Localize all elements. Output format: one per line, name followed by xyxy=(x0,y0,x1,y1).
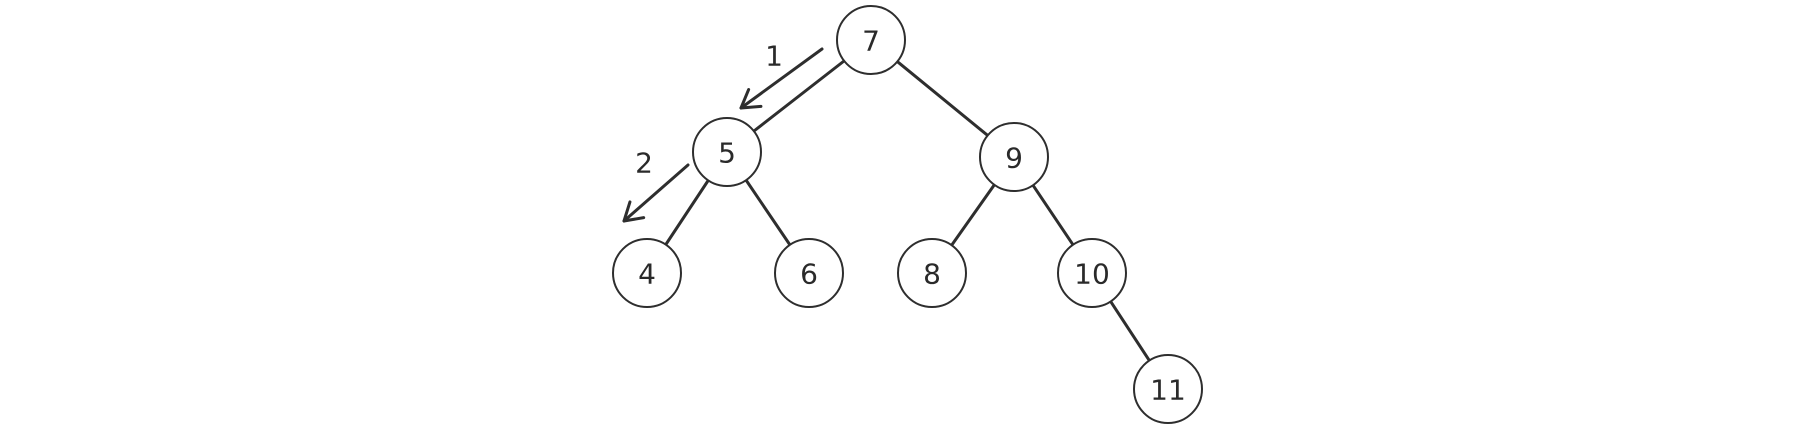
edge-7-9 xyxy=(895,60,990,137)
tree-node-4: 4 xyxy=(612,238,682,308)
node-value: 4 xyxy=(638,258,656,291)
traversal-arrows: 12 xyxy=(622,40,824,223)
node-circle xyxy=(836,5,906,75)
tree-node-9: 9 xyxy=(979,122,1049,192)
node-value: 11 xyxy=(1150,374,1186,407)
tree-node-6: 6 xyxy=(774,238,844,308)
tree-node-11: 11 xyxy=(1133,354,1203,424)
arrow-shaft xyxy=(739,47,824,110)
step-arrow-2: 2 xyxy=(622,147,690,223)
node-value: 6 xyxy=(800,258,818,291)
step-label-2: 2 xyxy=(635,147,653,180)
node-circle xyxy=(774,238,844,308)
tree-nodes: 7 5 9 4 6 8 10 11 xyxy=(612,5,1203,424)
tree-edges xyxy=(664,59,1151,363)
edge-5-6 xyxy=(744,178,792,247)
node-circle xyxy=(692,117,762,187)
node-circle xyxy=(979,122,1049,192)
node-value: 5 xyxy=(718,137,736,170)
tree-node-8: 8 xyxy=(897,238,967,308)
node-circle xyxy=(1133,354,1203,424)
edge-9-10 xyxy=(1031,183,1075,247)
arrow-shaft xyxy=(622,163,690,223)
node-value: 8 xyxy=(923,258,941,291)
edge-5-4 xyxy=(664,178,710,247)
step-label-1: 1 xyxy=(765,40,783,73)
node-value: 7 xyxy=(862,25,880,58)
node-circle xyxy=(612,238,682,308)
edge-7-5 xyxy=(752,59,846,133)
arrow-head-icon xyxy=(622,200,646,223)
node-value: 9 xyxy=(1005,142,1023,175)
tree-node-10: 10 xyxy=(1057,238,1127,308)
node-circle xyxy=(1057,238,1127,308)
arrow-head-icon xyxy=(739,88,763,110)
edge-10-11 xyxy=(1109,299,1151,363)
edge-9-8 xyxy=(950,183,996,247)
tree-node-5: 5 xyxy=(692,117,762,187)
step-arrow-1: 1 xyxy=(739,40,824,110)
tree-node-7: 7 xyxy=(836,5,906,75)
node-value: 10 xyxy=(1074,258,1110,291)
node-circle xyxy=(897,238,967,308)
